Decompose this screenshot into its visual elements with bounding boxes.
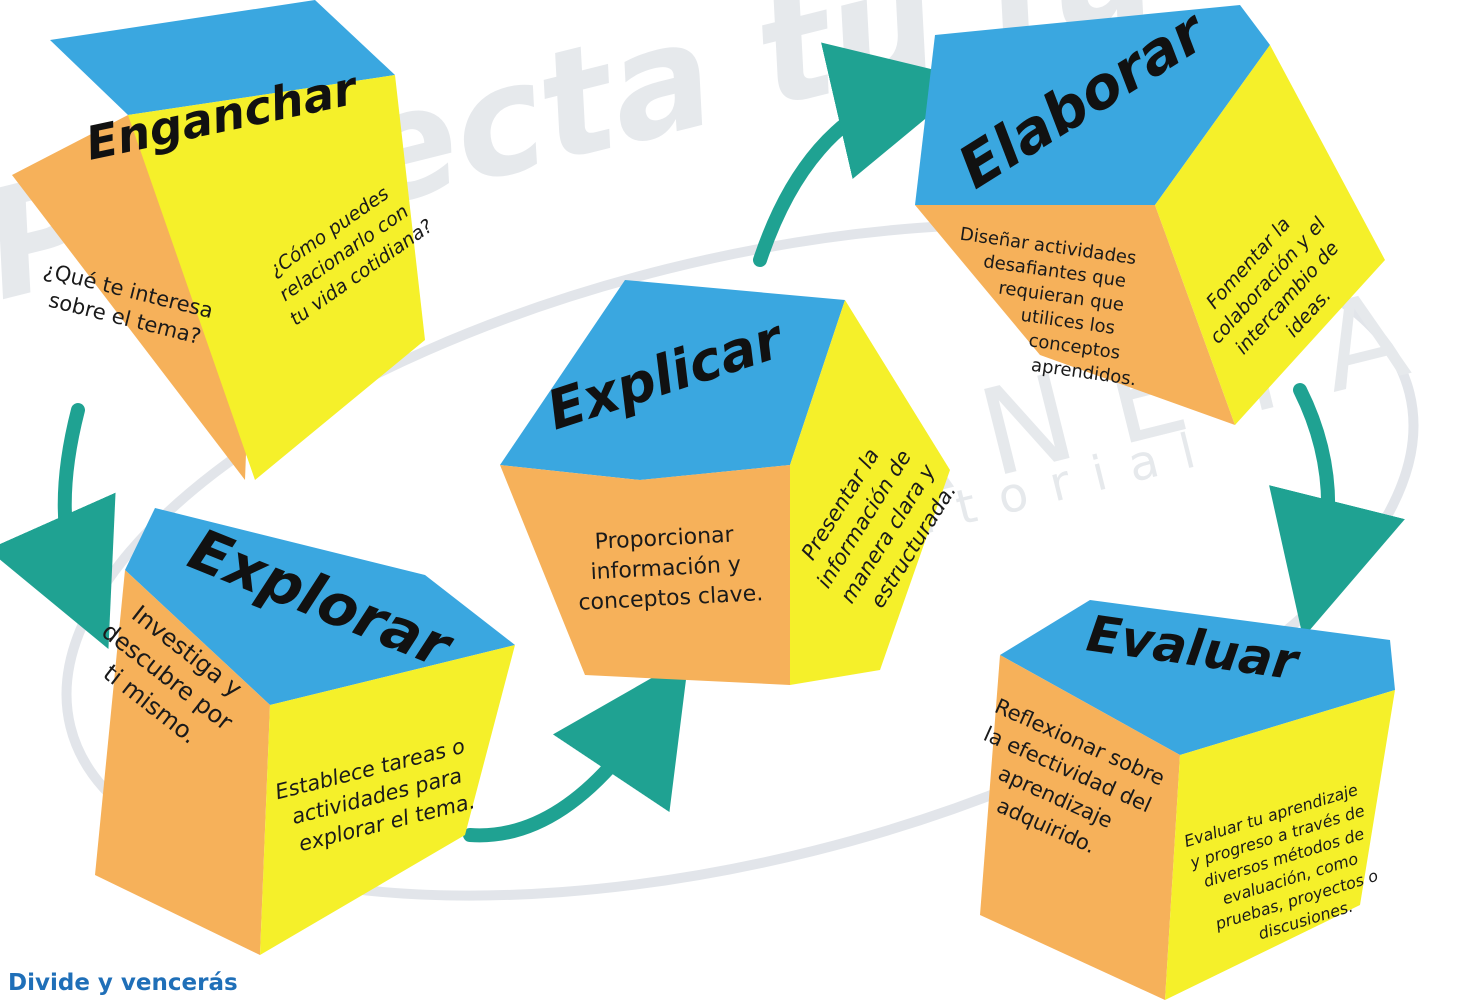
cube-top-face bbox=[50, 0, 395, 115]
caption-heading: Divide y vencerás bbox=[8, 970, 238, 996]
cube-right-face bbox=[128, 75, 425, 480]
cube-right-text: Fomentar la colaboración y el intercambi… bbox=[1186, 191, 1373, 383]
cube-right-face bbox=[1155, 45, 1385, 425]
cube-right-face bbox=[790, 300, 950, 685]
cube-top-face bbox=[1000, 600, 1395, 755]
cube-top-face bbox=[915, 5, 1270, 205]
cube-top-face bbox=[125, 508, 515, 705]
arrow-elaborar-to-evaluar bbox=[1269, 383, 1405, 638]
cube-explorar: Explorar Investiga y descubre por ti mis… bbox=[95, 508, 515, 955]
cube-elaborar: Elaborar Diseñar actividades desafiantes… bbox=[915, 0, 1385, 425]
arrow-explicar-to-elaborar bbox=[753, 42, 974, 267]
cube-left-face bbox=[980, 655, 1180, 1000]
cube-left-face bbox=[500, 465, 790, 685]
cube-right-face bbox=[260, 645, 515, 955]
cube-top-face bbox=[500, 280, 845, 480]
arrow-enganchar-to-explorar bbox=[0, 403, 116, 649]
cube-right-face bbox=[1165, 690, 1395, 1000]
cube-left-face bbox=[915, 205, 1235, 425]
cube-explicar: Explicar Proporcionar información y conc… bbox=[500, 280, 961, 685]
arrow-explorar-to-explicar bbox=[463, 656, 689, 843]
cube-evaluar: Evaluar Reflexionar sobre la efectividad… bbox=[980, 600, 1395, 1000]
cube-enganchar: Enganchar ¿Qué te interesa sobre el tema… bbox=[12, 0, 437, 480]
cube-left-text: Proporcionar información y conceptos cla… bbox=[575, 521, 764, 616]
cube-left-face bbox=[95, 570, 270, 955]
flow-arrows bbox=[0, 42, 1405, 843]
